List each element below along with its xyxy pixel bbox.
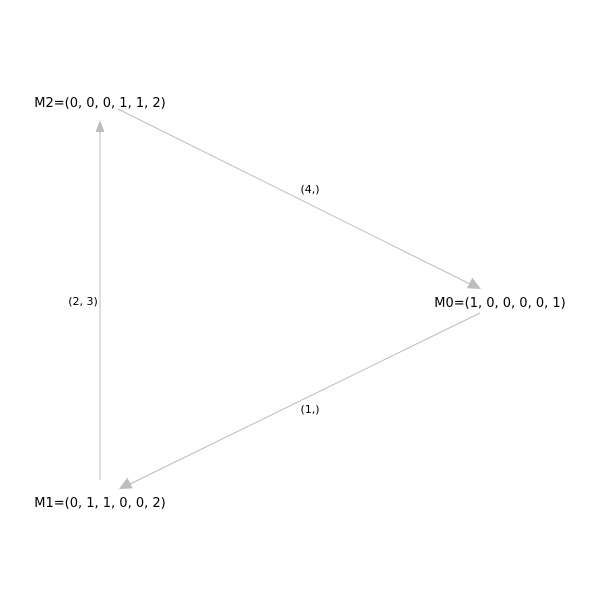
edge-m1-to-m2-label: (2, 3)	[68, 295, 98, 308]
edge-m2-to-m0: (4,)	[117, 108, 481, 289]
edge-m0-to-m1-arrowhead	[119, 477, 133, 489]
edge-m2-to-m0-arrowhead	[466, 277, 481, 289]
node-m1-label: M1=(0, 1, 1, 0, 0, 2)	[34, 496, 165, 511]
edge-m1-to-m2-arrowhead	[95, 120, 105, 132]
edge-m0-to-m1-label: (1,)	[300, 403, 319, 416]
node-m0-label: M0=(1, 0, 0, 0, 0, 1)	[434, 296, 565, 311]
node-m2-label: M2=(0, 0, 0, 1, 1, 2)	[34, 96, 165, 111]
edge-m2-to-m0-line	[117, 108, 471, 285]
edge-m1-to-m2: (2, 3)	[68, 120, 105, 480]
edge-m0-to-m1: (1,)	[119, 312, 481, 489]
edge-m2-to-m0-label: (4,)	[300, 183, 319, 196]
edge-m0-to-m1-line	[129, 312, 481, 485]
